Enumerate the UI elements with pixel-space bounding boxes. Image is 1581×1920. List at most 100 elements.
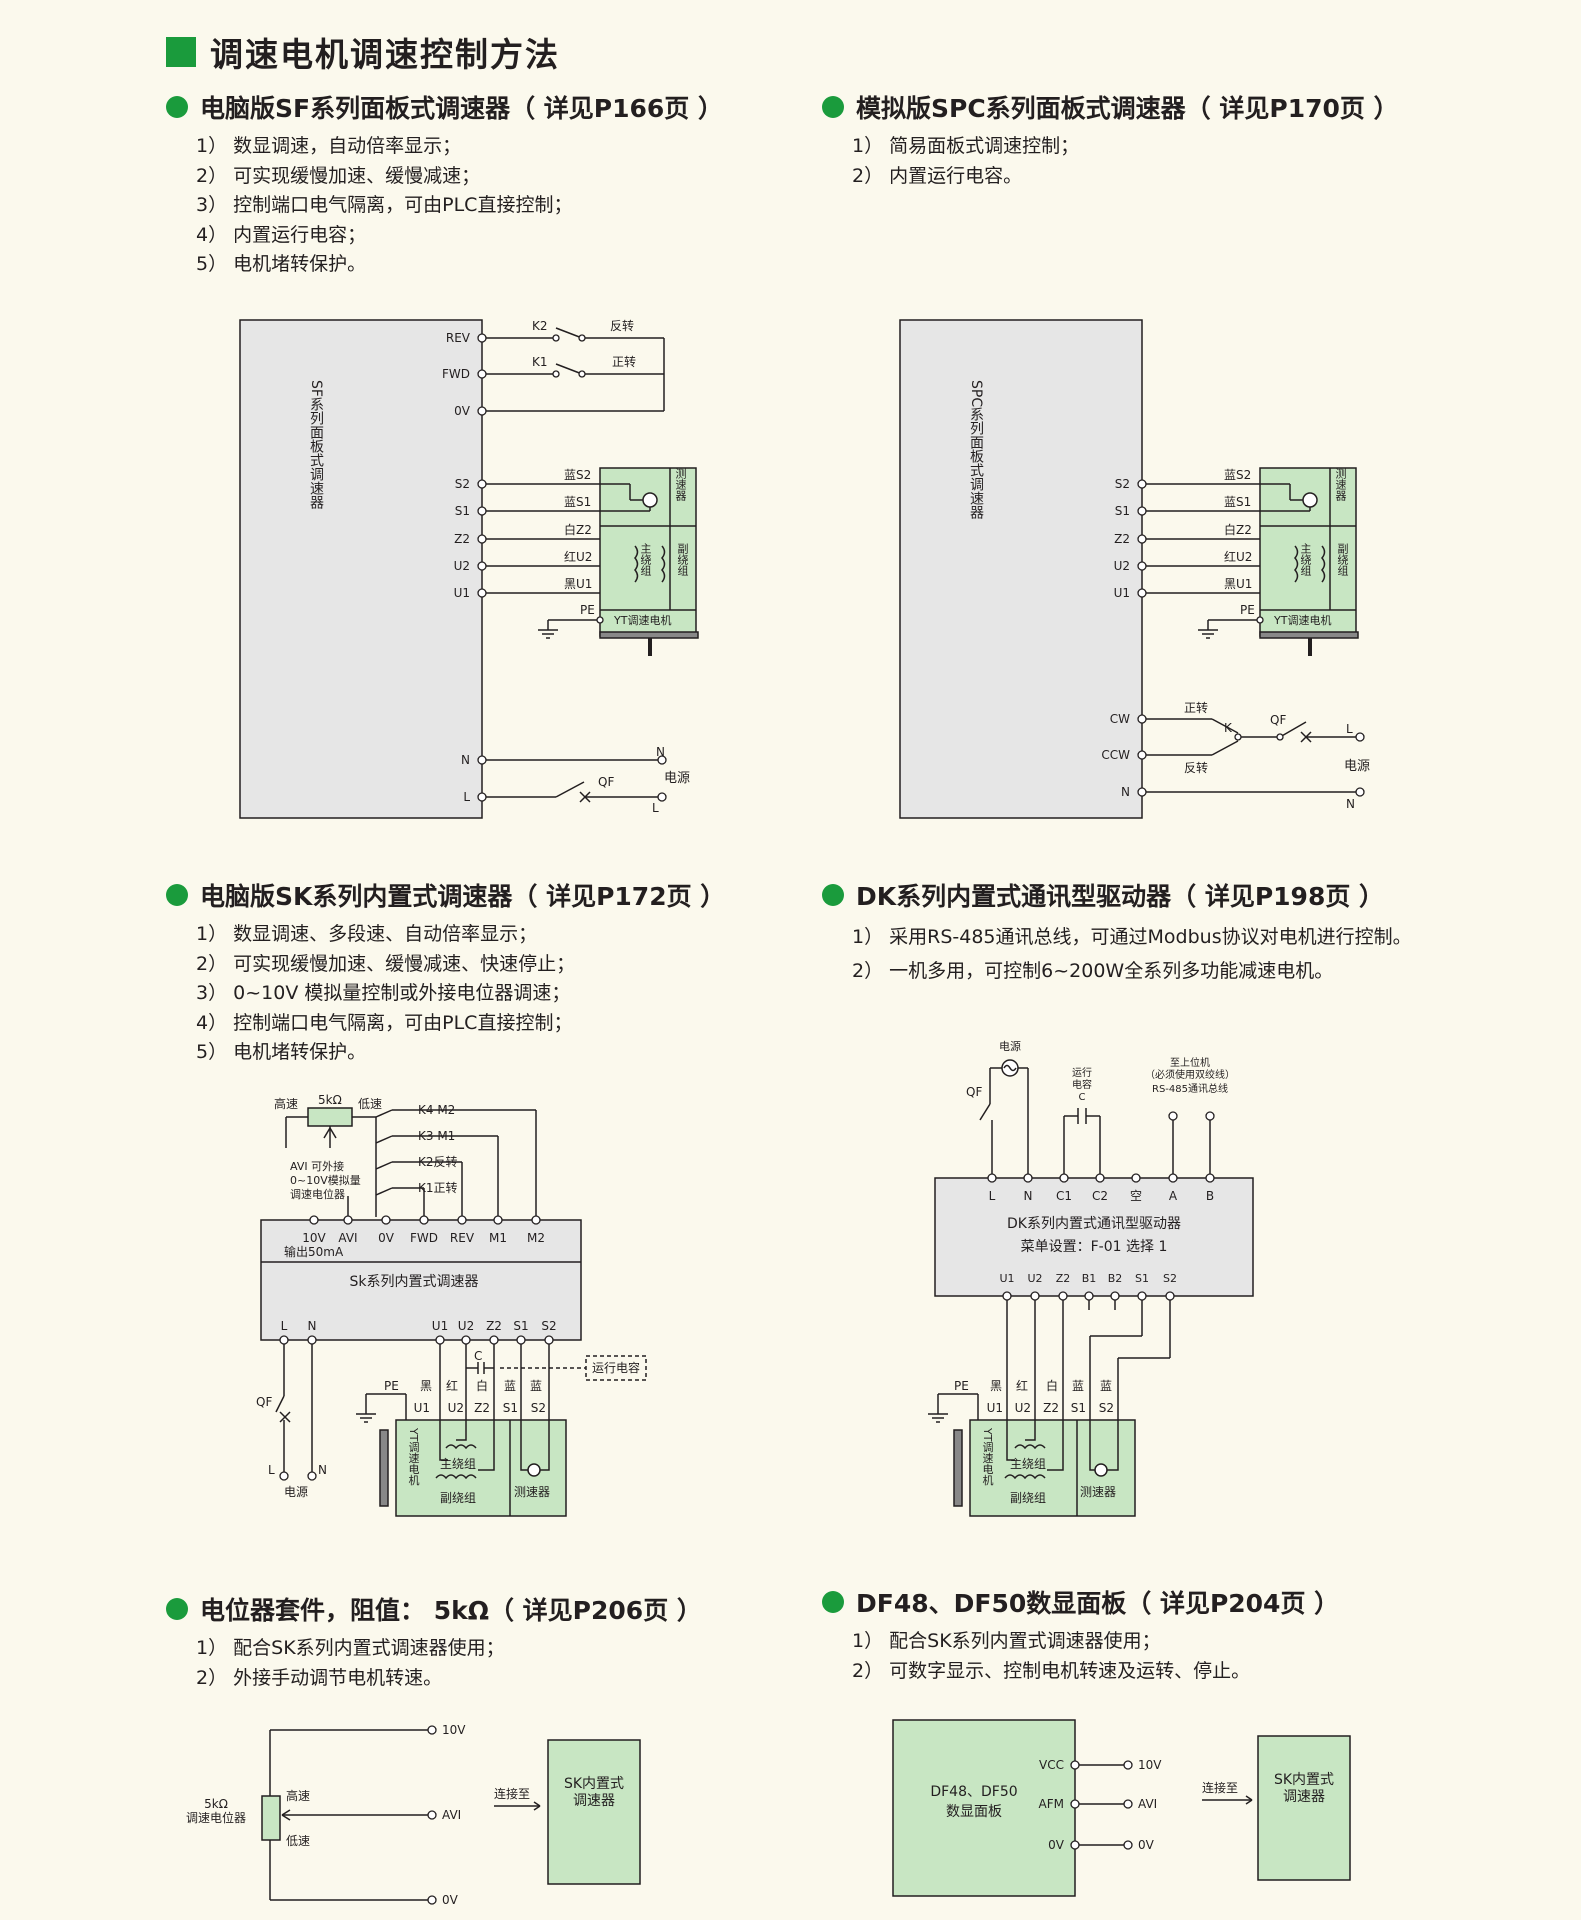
list-item: 2） 一机多用，可控制6~200W全系列多功能减速电机。 (852, 960, 1334, 982)
sf-motor-label: YT调速电机 (613, 613, 671, 627)
pot-target-label: SK内置式 (564, 1776, 624, 1792)
feature-list: 1） 配合SK系列内置式调速器使用； 2） 外接手动调节电机转速。 (196, 1634, 806, 1693)
title-square-icon (166, 37, 196, 67)
sk-switch-label: K4 M2 (418, 1103, 455, 1117)
section-heading: DK系列内置式通讯型驱动器（ 详见P198页 ） (856, 882, 1385, 911)
list-item: 2） 可数字显示、控制电机转速及运转、停止。 (852, 1659, 1251, 1682)
list-item: 1） 配合SK系列内置式调速器使用； (196, 1637, 505, 1659)
sf-main-winding-box: 主绕组 (639, 543, 652, 576)
sf-reverse-label: 反转 (610, 318, 634, 333)
dk-motor-label: YT调速电机 (981, 1428, 994, 1486)
df-pin: VCC (1039, 1758, 1064, 1772)
spc-terminal-u1: U1 (1114, 586, 1130, 600)
bullet-dot-icon (822, 1591, 844, 1613)
bullet-dot-icon (166, 1598, 188, 1620)
spc-n-label: N (1346, 797, 1355, 811)
spc-motor-box (1259, 467, 1357, 637)
dk-terminal: U1 (999, 1272, 1014, 1285)
df-terminal: 10V (1138, 1758, 1162, 1772)
dk-wire-label: Z2 (1043, 1401, 1059, 1415)
dk-terminal: Z2 (1056, 1272, 1071, 1285)
sf-controller-label-box: SF系列面板式调速器 (308, 380, 324, 509)
sf-aux-winding-box: 副绕组 (676, 543, 689, 576)
dk-terminal: 空 (1130, 1189, 1142, 1203)
sf-n-label: N (656, 745, 665, 759)
spc-main-winding-label: 主绕组 (1299, 543, 1312, 576)
dk-aux-winding: 副绕组 (1010, 1491, 1046, 1505)
sf-wire-label: 蓝S2 (564, 468, 591, 482)
section-spc: 模拟版SPC系列面板式调速器（ 详见P170页 ） 1） 简易面板式调速控制； … (822, 90, 1462, 191)
sf-controller-box (239, 319, 483, 819)
list-item: 2） 可实现缓慢加速、缓慢减速； (196, 164, 481, 187)
df-pin: 0V (1048, 1838, 1065, 1852)
bullet-dot-icon (822, 96, 844, 118)
sk-wire-label: S1 (503, 1401, 518, 1415)
df-target-label: 调速器 (1283, 1789, 1325, 1805)
dk-terminal: C1 (1056, 1189, 1072, 1203)
spc-aux-winding-box: 副绕组 (1336, 543, 1349, 576)
dk-host-label: （必须使用双绞线） (1145, 1068, 1235, 1081)
spc-terminal-ccw: CCW (1101, 748, 1130, 762)
spc-wire-label: 黑U1 (1224, 577, 1252, 591)
spc-k-label: K (1224, 721, 1233, 735)
sk-avi-note: 调速电位器 (290, 1187, 345, 1201)
pot-terminal: 10V (442, 1723, 466, 1737)
section-dk: DK系列内置式通讯型驱动器（ 详见P198页 ） 1） 采用RS-485通讯总线… (822, 878, 1422, 988)
spc-pe-label: PE (1240, 603, 1255, 617)
df-pin: AFM (1039, 1797, 1064, 1811)
sk-switch-label: K2反转 (418, 1154, 458, 1169)
sk-wire-color: 白 (476, 1378, 488, 1393)
sf-tacho-box: 测速器 (674, 468, 687, 501)
sf-k1-label: K1 (532, 355, 548, 369)
dk-motor-label-box: YT调速电机 (981, 1428, 994, 1486)
sf-qf-label: QF (598, 775, 614, 789)
sf-terminal-0v: 0V (454, 404, 471, 418)
sf-wire-label: 白Z2 (564, 522, 592, 537)
sk-wire-label: U2 (448, 1401, 464, 1415)
sf-aux-winding-label: 副绕组 (676, 543, 689, 576)
spc-wiring-diagram (899, 319, 1360, 819)
list-item: 5） 电机堵转保护。 (196, 1041, 367, 1063)
sk-wire-label: S2 (531, 1401, 546, 1415)
dk-wire-color: 蓝 (1072, 1379, 1084, 1393)
sk-controller-box (260, 1219, 582, 1341)
feature-list: 1） 配合SK系列内置式调速器使用； 2） 可数字显示、控制电机转速及运转、停止… (852, 1627, 1462, 1686)
feature-list: 1） 数显调速、多段速、自动倍率显示； 2） 可实现缓慢加速、缓慢减速、快速停止… (196, 920, 806, 1068)
pot-wiring-diagram (261, 1729, 641, 1901)
sf-terminal-z2: Z2 (454, 532, 470, 546)
section-heading: DF48、DF50数显面板（ 详见P204页 ） (856, 1589, 1340, 1618)
dk-controller-box (934, 1177, 1254, 1297)
sk-wire-color: 黑 (420, 1379, 432, 1393)
sk-motor-label: YT调速电机 (407, 1428, 420, 1486)
spc-wire-label: 白Z2 (1224, 522, 1252, 537)
sk-low-label: 低速 (358, 1097, 382, 1111)
sk-wire-color: 蓝 (530, 1379, 542, 1393)
sf-forward-label: 正转 (612, 354, 636, 369)
section-pot: 电位器套件，阻值： 5kΩ（ 详见P206页 ） 1） 配合SK系列内置式调速器… (166, 1592, 806, 1693)
sk-output-label: 输出50mA (284, 1244, 344, 1259)
sf-terminal-s1: S1 (455, 504, 470, 518)
dk-main-winding: 主绕组 (1010, 1457, 1046, 1471)
dk-power-label: 电源 (999, 1039, 1021, 1053)
spc-tacho-box: 测速器 (1334, 468, 1347, 501)
sk-main-winding: 主绕组 (440, 1457, 476, 1471)
dk-wire-color: 黑 (990, 1379, 1002, 1393)
list-item: 2） 外接手动调节电机转速。 (196, 1666, 443, 1689)
sk-terminal: FWD (410, 1231, 438, 1245)
list-item: 5） 电机堵转保护。 (196, 253, 367, 275)
dk-wire-color: 蓝 (1100, 1379, 1112, 1393)
sk-terminal: M1 (489, 1231, 507, 1245)
page-title: 调速电机调速控制方法 (166, 28, 560, 76)
dk-terminal: A (1169, 1189, 1178, 1203)
feature-list: 1） 简易面板式调速控制； 2） 内置运行电容。 (852, 132, 1462, 191)
sk-power-label: 电源 (284, 1485, 308, 1499)
bullet-dot-icon (166, 96, 188, 118)
dk-wiring-diagram (928, 1059, 1254, 1517)
feature-list: 1） 数显调速，自动倍率显示； 2） 可实现缓慢加速、缓慢减速； 3） 控制端口… (196, 132, 806, 280)
list-item: 2） 可实现缓慢加速、缓慢减速、快速停止； (196, 952, 576, 975)
spc-wire-label: 蓝S1 (1224, 495, 1251, 509)
sk-terminal: M2 (527, 1231, 545, 1245)
sf-k2-label: K2 (532, 319, 548, 333)
df-connect-label: 连接至 (1202, 1780, 1238, 1795)
